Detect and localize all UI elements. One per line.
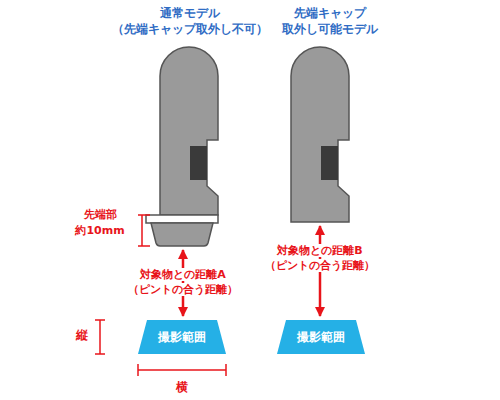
- area-label: 撮影範囲: [297, 329, 345, 346]
- distance-label: 対象物との距離A: [138, 268, 228, 281]
- model-heading: 通常モデル: [160, 6, 220, 20]
- dimension-tick: [138, 245, 150, 247]
- dimension-tick: [138, 214, 150, 216]
- capture-area-trapezoid: [277, 320, 365, 354]
- tip-collar: [146, 215, 218, 223]
- capture-area: 撮影範囲: [138, 320, 226, 354]
- capture-area-trapezoid: [138, 320, 226, 354]
- distance-label: （ピントの合う距離）: [126, 283, 240, 296]
- distance-label: 対象物との距離B: [275, 244, 364, 257]
- area-label: 撮影範囲: [158, 329, 206, 346]
- device-body: [160, 47, 218, 215]
- dimension-tick: [137, 364, 139, 376]
- tip-cap: [151, 223, 213, 246]
- distance-label: （ピントの合う距離）: [263, 259, 377, 272]
- dimension-tick: [95, 353, 105, 355]
- device-window: [321, 146, 338, 180]
- model-heading: （先端キャップ取外し不可）: [112, 22, 268, 36]
- dimension-line: [141, 215, 143, 246]
- device-window: [190, 146, 207, 180]
- model-heading: 先端キャップ: [294, 6, 366, 20]
- capture-area: 撮影範囲: [277, 320, 365, 354]
- dimension-tick: [95, 319, 105, 321]
- dimension-label: 縦: [76, 328, 88, 342]
- dimension-line: [138, 369, 226, 371]
- model-heading: 取外し可能モデル: [282, 22, 378, 36]
- dimension-label: 約10mm: [75, 224, 124, 237]
- dimension-tick: [225, 364, 227, 376]
- device-body: [291, 47, 349, 222]
- dimension-label: 先端部: [84, 208, 117, 221]
- dimension-label: 横: [176, 380, 188, 394]
- dimension-line: [99, 320, 101, 354]
